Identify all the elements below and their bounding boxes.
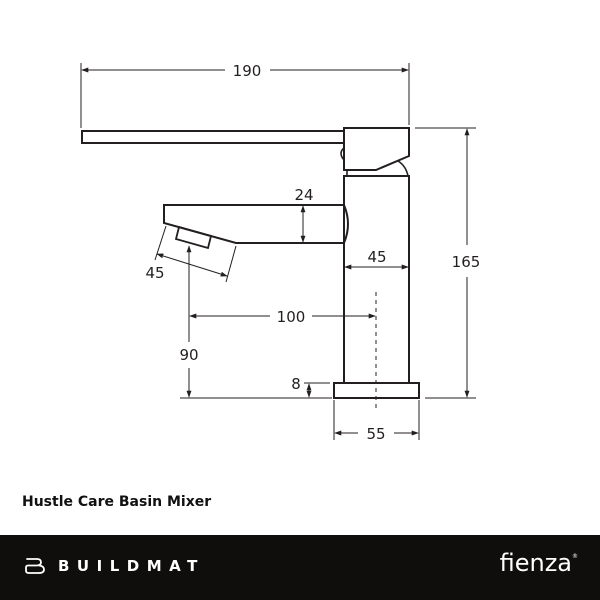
registered-mark: ® (572, 553, 578, 560)
buildmat-brand: BUILDMAT (24, 557, 205, 575)
dim-base-width: 55 (366, 425, 385, 443)
product-title: Hustle Care Basin Mixer (22, 494, 212, 510)
dim-overall-height: 165 (452, 253, 481, 271)
dim-body-width: 45 (367, 248, 386, 266)
dim-overall-width: 190 (233, 62, 262, 80)
fienza-brand: fienza® (500, 549, 578, 577)
dim-base-height: 8 (291, 375, 301, 393)
buildmat-wordmark: BUILDMAT (58, 557, 205, 575)
footer-bar: BUILDMAT fienza® (0, 535, 600, 600)
buildmat-logo-icon (25, 558, 45, 574)
handle-head (343, 127, 410, 171)
dim-spout-clearance: 90 (179, 346, 198, 364)
dim-spout-reach: 100 (277, 308, 306, 326)
fienza-wordmark: fienza (499, 549, 572, 577)
spout (163, 204, 344, 244)
dim-spout-height: 24 (294, 186, 313, 204)
aerator (174, 225, 213, 250)
dim-aerator-length: 45 (145, 264, 164, 282)
technical-drawing: 190 165 24 45 45 100 90 8 55 (80, 62, 481, 443)
handle-lever (81, 130, 345, 144)
